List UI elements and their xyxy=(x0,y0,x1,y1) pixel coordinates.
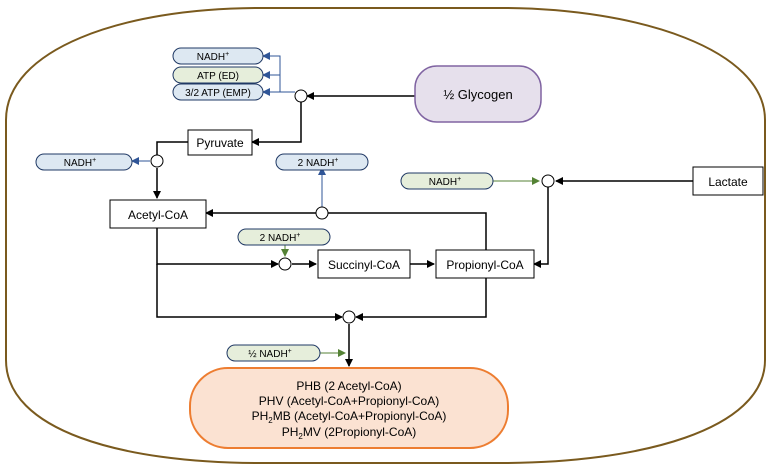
glyc-atp-emp-label: 3/2 ATP (EMP) xyxy=(185,88,251,99)
junction-circle xyxy=(342,310,356,324)
glyc-nadh-label: NADH+ xyxy=(197,51,229,63)
phb-half-nadh-label: ½ NADH+ xyxy=(248,348,292,360)
propionyl-coa-label: Propionyl-CoA xyxy=(446,258,523,272)
product-ph2mb: PH2MB (Acetyl-CoA+Propionyl-CoA) xyxy=(252,409,447,425)
acetyl-2nadh-pill xyxy=(275,153,369,171)
phb-half-nadh-pill xyxy=(226,344,321,362)
junction-circle xyxy=(150,154,164,168)
glyc-atp-emp-pill xyxy=(172,83,264,101)
acetyl-coa-node xyxy=(109,199,207,229)
acetyl-2nadh-label: 2 NADH+ xyxy=(298,157,339,169)
pyruvate-label: Pyruvate xyxy=(196,136,244,150)
cell-membrane xyxy=(5,7,766,464)
junction-circle xyxy=(294,89,308,103)
lactate-label: Lactate xyxy=(708,175,748,189)
lactate-node xyxy=(692,166,764,196)
propionyl-coa-node xyxy=(435,249,535,279)
product-ph2mv: PH2MV (2Propionyl-CoA) xyxy=(282,425,417,441)
junction-circle xyxy=(278,257,292,271)
succinyl-2nadh-label: 2 NADH+ xyxy=(260,232,301,244)
junction-circle xyxy=(315,206,329,220)
junction-circle-group xyxy=(150,89,555,324)
pyr-nadh-pill xyxy=(35,153,133,171)
lactate-nadh-label: NADH+ xyxy=(429,176,461,188)
pyr-nadh-label: NADH+ xyxy=(64,157,96,169)
glyc-nadh-pill xyxy=(172,47,264,65)
succinyl-2nadh-pill xyxy=(237,228,331,246)
glycogen-label: ½ Glycogen xyxy=(443,87,512,102)
glycogen-node xyxy=(414,65,542,123)
glyc-atp-ed-pill xyxy=(172,66,264,84)
junction-circle xyxy=(541,174,555,188)
lactate-nadh-pill xyxy=(400,172,494,190)
product-phv: PHV (Acetyl-CoA+Propionyl-CoA) xyxy=(259,394,439,408)
pyruvate-node xyxy=(187,129,253,156)
acetyl-coa-label: Acetyl-CoA xyxy=(128,208,188,222)
glyc-atp-ed-label: ATP (ED) xyxy=(197,71,239,82)
succinyl-coa-node xyxy=(317,249,411,279)
products-node xyxy=(189,367,509,449)
succinyl-coa-label: Succinyl-CoA xyxy=(328,258,400,272)
product-phb: PHB (2 Acetyl-CoA) xyxy=(296,379,401,393)
